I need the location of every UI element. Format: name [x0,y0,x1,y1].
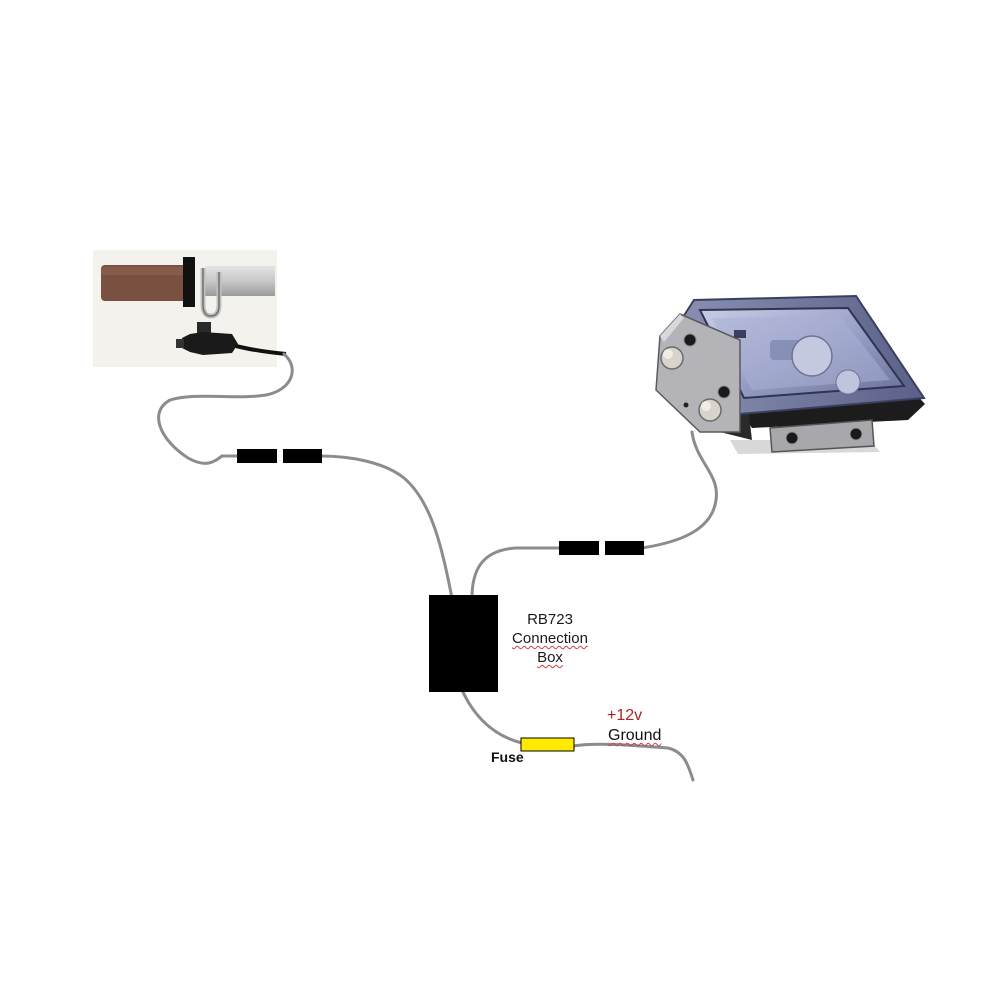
connector-pair-right [559,541,644,555]
wire-box-to-fuse [460,688,524,745]
wire-box-to-connector-right [470,546,564,600]
connector-plug [559,541,599,555]
connector-socket [605,541,644,555]
connection-box-label-line1: RB723 [527,611,573,628]
wire-connector-to-box-left [318,454,454,600]
ground-label: Ground [608,727,662,744]
connection-box [429,595,498,692]
connection-box-label-line3: Box [537,649,563,666]
wire-harness [157,352,718,782]
fuse-label: Fuse [491,749,524,765]
connector-plug [237,449,277,463]
connection-box-label: RB723 Connection Box [500,610,600,667]
connector-socket [283,449,322,463]
wire-fuse-to-power [571,742,695,782]
wire-connector-to-controller [640,430,718,550]
connection-box-label-line2: Connection [512,630,588,647]
handlebar-grip-icon [93,250,287,367]
controller-unit-icon [655,294,926,454]
connector-pair-left [237,449,322,463]
wire-grip-to-connector [157,352,294,465]
fuse [520,737,575,752]
positive-12v-label: +12v [607,707,643,724]
